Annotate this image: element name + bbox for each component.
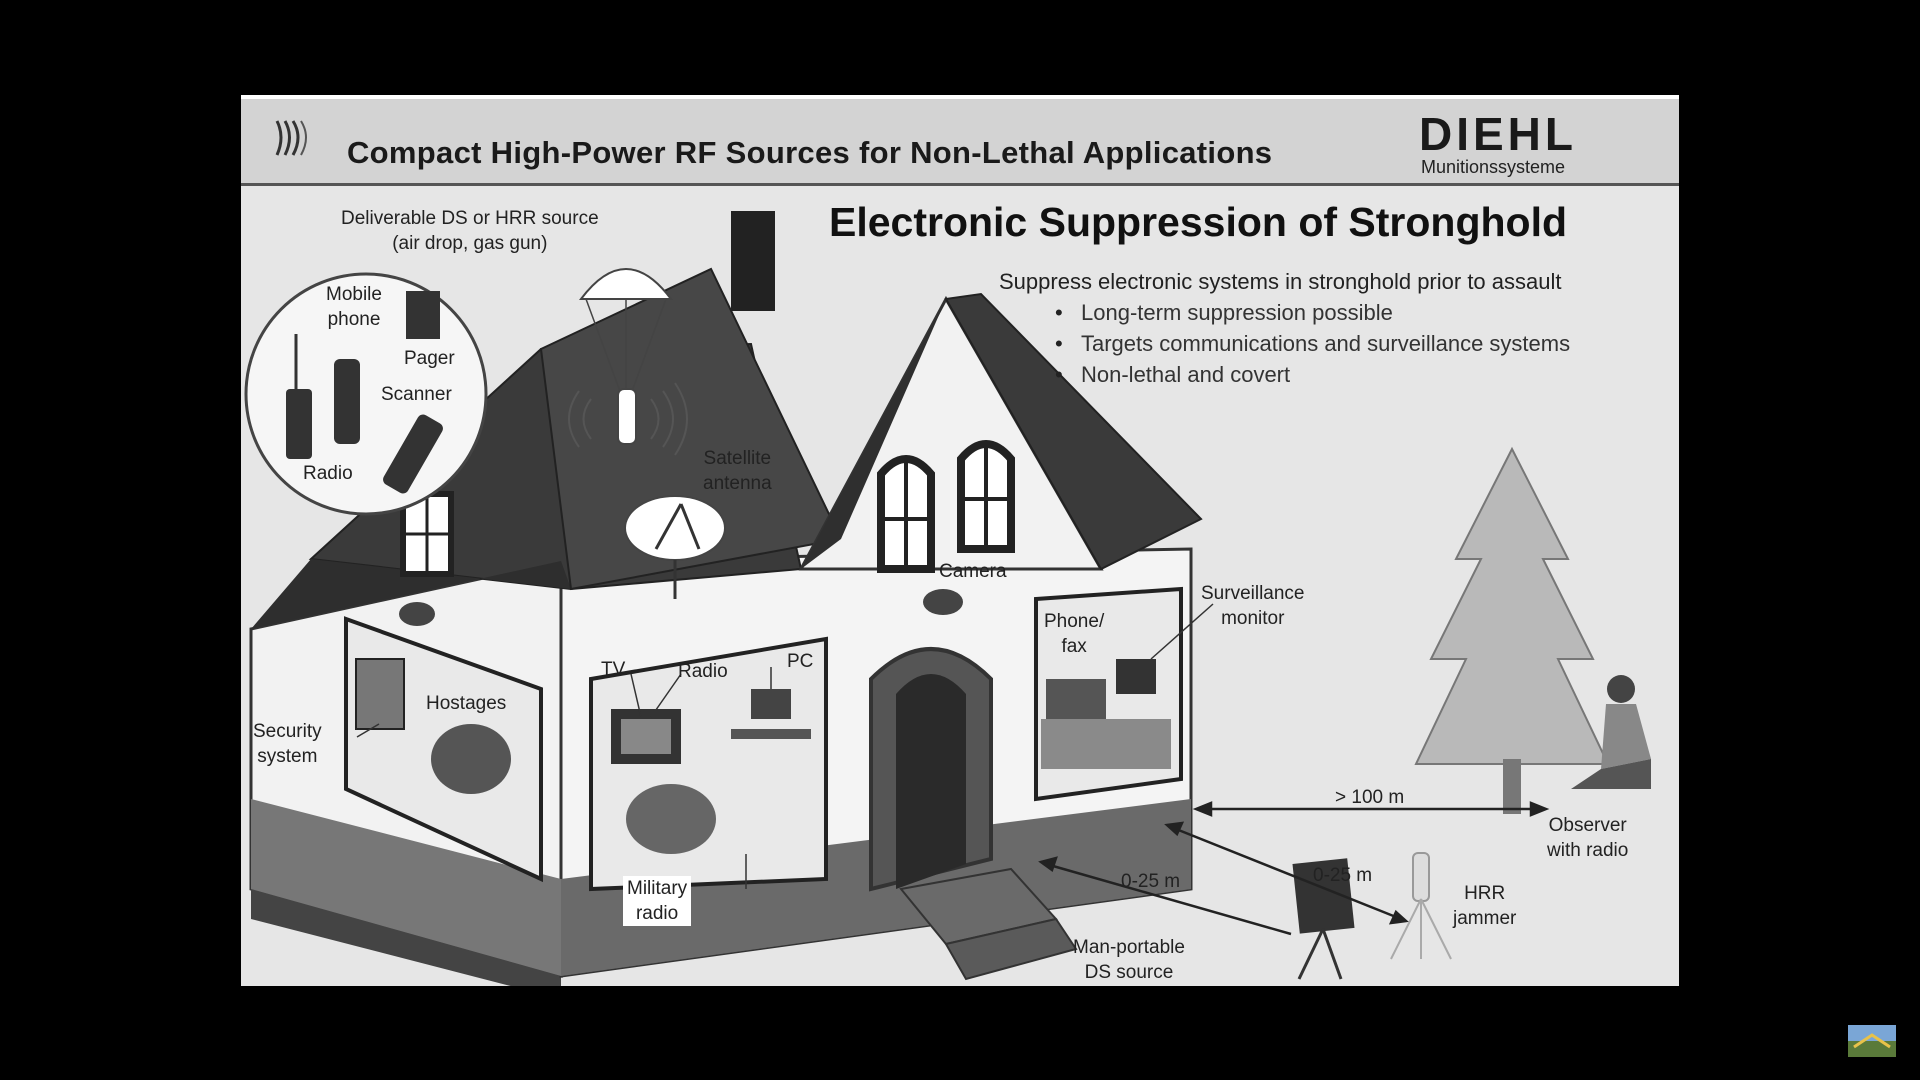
bullet-item: Non-lethal and covert bbox=[1055, 359, 1570, 390]
observer-person-icon bbox=[1571, 675, 1651, 789]
satellite-dish-icon bbox=[624, 495, 726, 599]
label-hostages: Hostages bbox=[426, 693, 507, 714]
tripod-source-icon bbox=[1292, 858, 1355, 980]
label-camera: Camera bbox=[939, 561, 1007, 582]
brand-subtitle: Munitionssysteme bbox=[1421, 157, 1566, 177]
label-tv: TV bbox=[601, 659, 626, 680]
distance-arrows bbox=[1038, 801, 1550, 936]
label-pager: Pager bbox=[404, 348, 455, 369]
rf-waves-logo-icon bbox=[275, 120, 307, 156]
label-deliverable-source: Deliverable DS or HRR source(air drop, g… bbox=[341, 208, 599, 254]
hrr-jammer-icon bbox=[1390, 852, 1452, 960]
slide-header: Compact High-Power RF Sources for Non-Le… bbox=[241, 99, 1679, 186]
slide: Compact High-Power RF Sources for Non-Le… bbox=[241, 95, 1679, 986]
stronghold-illustration bbox=[244, 211, 1651, 986]
label-phone-fax: Phone/fax bbox=[1044, 611, 1105, 657]
corner-thumbnail-icon bbox=[1848, 1025, 1896, 1057]
header-title: Compact High-Power RF Sources for Non-Le… bbox=[347, 135, 1273, 170]
bullet-item: Targets communications and surveillance … bbox=[1055, 328, 1570, 359]
bullet-item: Long-term suppression possible bbox=[1055, 297, 1570, 328]
label-scanner: Scanner bbox=[381, 384, 452, 405]
brand-logo: DIEHL bbox=[1419, 108, 1577, 160]
main-title: Electronic Suppression of Stronghold bbox=[829, 199, 1568, 245]
bullet-list: Long-term suppression possible Targets c… bbox=[1055, 297, 1570, 390]
house-icon bbox=[249, 211, 1203, 986]
device-inset-icon bbox=[244, 272, 488, 516]
label-radio-room: Radio bbox=[678, 661, 728, 682]
label-radio: Radio bbox=[303, 463, 353, 484]
label-distance-0-25m: 0-25 m bbox=[1121, 871, 1181, 892]
label-distance-0-25m: 0-25 m bbox=[1313, 865, 1373, 886]
tree-icon bbox=[1414, 446, 1610, 814]
parachute-icon bbox=[568, 268, 688, 456]
main-subtitle: Suppress electronic systems in stronghol… bbox=[999, 269, 1562, 294]
label-distance-100m: > 100 m bbox=[1335, 787, 1405, 808]
label-pc: PC bbox=[787, 651, 814, 672]
